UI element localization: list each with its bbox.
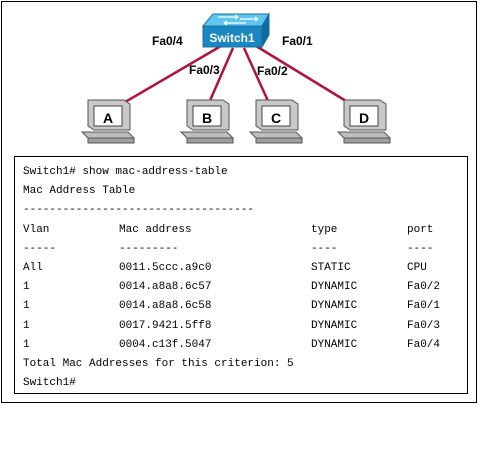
cell-mac-address: 0014.a8a8.6c57 <box>119 281 212 294</box>
cell-mac-address: 0017.9421.5ff8 <box>119 319 212 332</box>
cell-port: CPU <box>407 261 427 274</box>
cell-vlan: 1 <box>23 281 30 294</box>
table-row: All 0011.5ccc.a9c0 STATIC CPU <box>23 259 467 278</box>
pc-d-label: D <box>359 110 369 126</box>
header-mac-address: Mac address <box>119 223 192 236</box>
cell-vlan: 1 <box>23 338 30 351</box>
pc-d-icon[interactable]: D <box>336 99 392 144</box>
cell-mac-address: 0004.c13f.5047 <box>119 338 212 351</box>
cell-vlan: All <box>23 261 43 274</box>
table-row: 1 0017.9421.5ff8 DYNAMIC Fa0/3 <box>23 317 467 336</box>
terminal-output: Switch1# show mac-address-table Mac Addr… <box>14 156 468 394</box>
header-type: type <box>311 223 338 236</box>
port-label-fa04: Fa0/4 <box>152 34 183 48</box>
pc-c-icon[interactable]: C <box>248 99 304 144</box>
link-fa04-pc-a <box>107 44 222 114</box>
header-vlan: Vlan <box>23 223 50 236</box>
pc-a-icon[interactable]: A <box>80 99 136 144</box>
cell-port: Fa0/4 <box>407 338 441 351</box>
cell-type: DYNAMIC <box>311 319 358 332</box>
cli-prompt[interactable]: Switch1# <box>23 377 76 390</box>
port-label-fa03: Fa0/3 <box>189 63 220 77</box>
header-port: port <box>407 223 434 236</box>
underline-port: ---- <box>407 242 434 255</box>
pc-a-label: A <box>103 110 113 126</box>
cell-port: Fa0/2 <box>407 281 441 294</box>
pc-b-icon[interactable]: B <box>179 99 235 144</box>
table-row: 1 0014.a8a8.6c58 DYNAMIC Fa0/1 <box>23 297 467 316</box>
header-row: Vlan Mac address type port <box>23 221 467 240</box>
cell-type: DYNAMIC <box>311 281 358 294</box>
table-row: 1 0014.a8a8.6c57 DYNAMIC Fa0/2 <box>23 278 467 297</box>
pc-b-label: B <box>202 110 212 126</box>
cell-port: Fa0/1 <box>407 300 441 313</box>
underline-mac-address: --------- <box>119 242 179 255</box>
cell-vlan: 1 <box>23 319 30 332</box>
cell-type: STATIC <box>311 261 351 274</box>
switch-label: Switch1 <box>209 31 255 45</box>
cell-vlan: 1 <box>23 300 30 313</box>
pc-c-label: C <box>271 110 281 126</box>
switch-icon[interactable]: Switch1 <box>201 12 270 49</box>
cell-mac-address: 0011.5ccc.a9c0 <box>119 261 212 274</box>
figure-frame: Switch1 Fa0/4 Fa0/3 Fa0/2 Fa0/1 A B C <box>1 1 477 403</box>
cell-type: DYNAMIC <box>311 338 358 351</box>
underline-type: ---- <box>311 242 338 255</box>
header-underline-row: ----- --------- ---- ---- <box>23 240 467 259</box>
table-title: Mac Address Table <box>23 185 136 198</box>
cell-port: Fa0/3 <box>407 319 441 332</box>
cell-mac-address: 0014.a8a8.6c58 <box>119 300 212 313</box>
underline-vlan: ----- <box>23 242 57 255</box>
command-line: Switch1# show mac-address-table <box>23 166 228 178</box>
cell-type: DYNAMIC <box>311 300 358 313</box>
total-line: Total Mac Addresses for this criterion: … <box>23 357 294 370</box>
port-label-fa01: Fa0/1 <box>282 34 313 48</box>
network-topology: Switch1 Fa0/4 Fa0/3 Fa0/2 Fa0/1 A B C <box>80 12 392 144</box>
separator-line: ----------------------------------- <box>23 204 255 217</box>
port-label-fa02: Fa0/2 <box>257 64 288 78</box>
table-row: 1 0004.c13f.5047 DYNAMIC Fa0/4 <box>23 336 467 355</box>
